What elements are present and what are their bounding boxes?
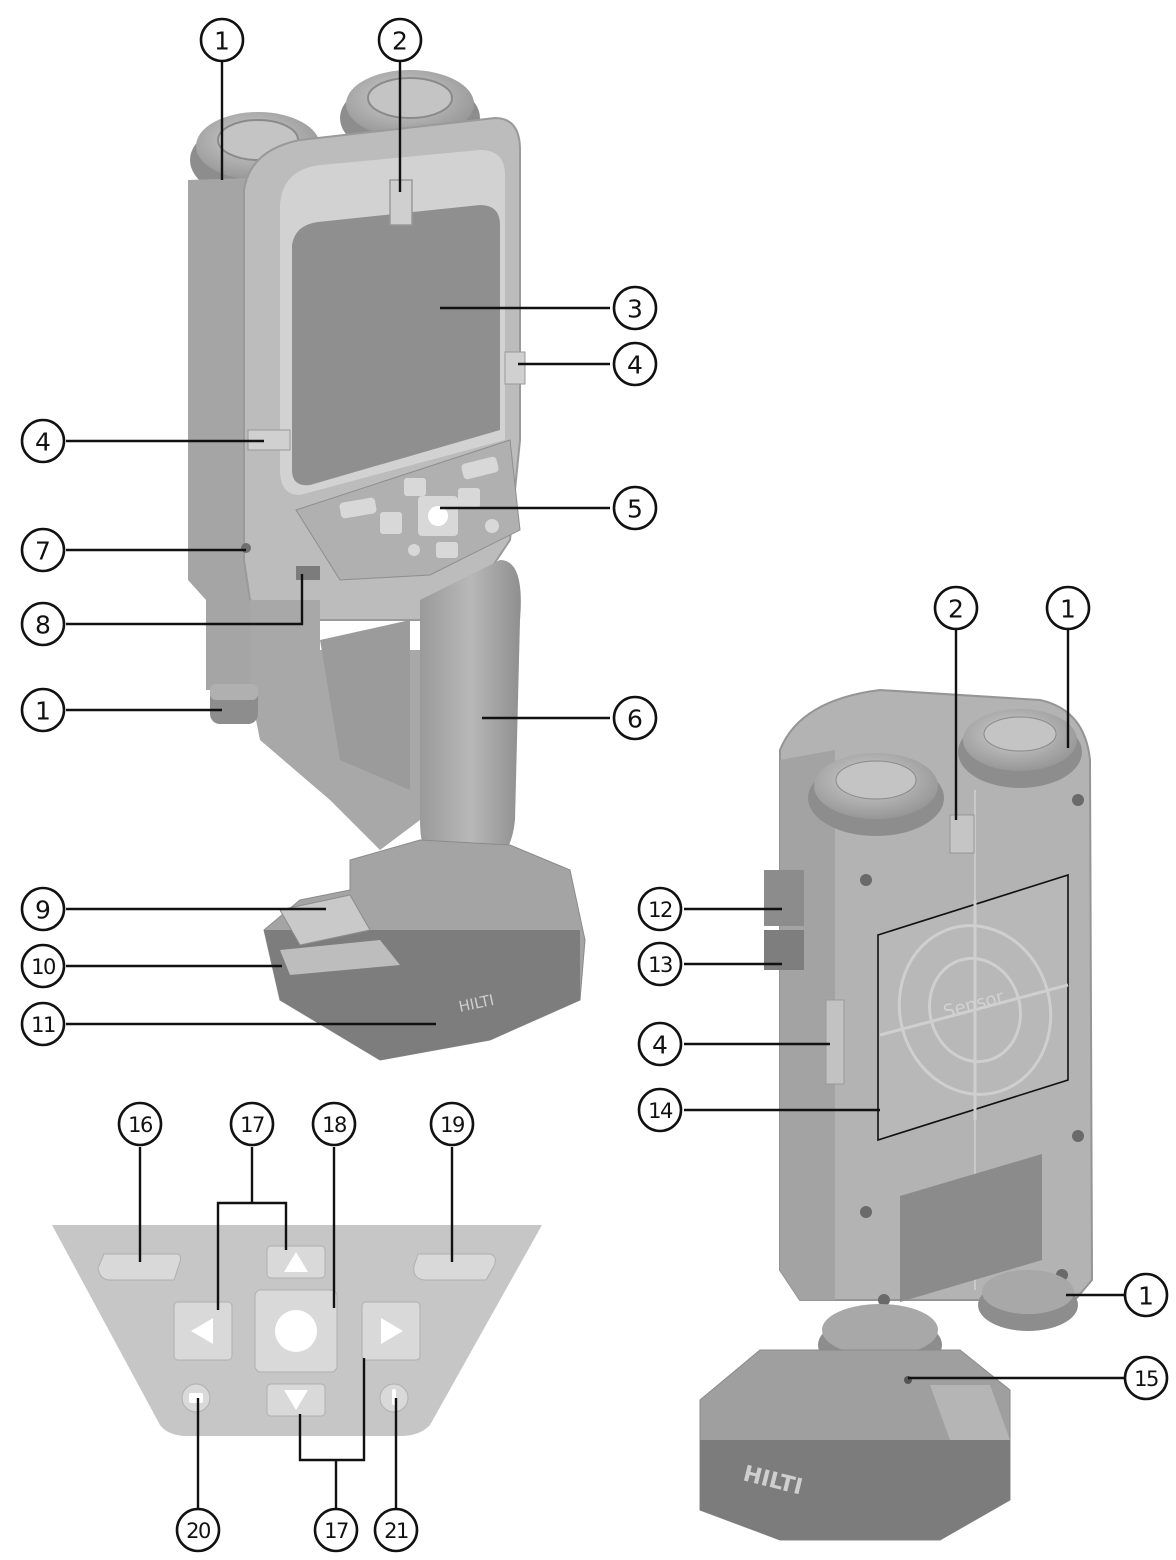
callout-key-19: 19	[429, 1101, 475, 1147]
svg-text:12: 12	[648, 898, 672, 922]
callout-front-4-right: 4	[612, 341, 658, 387]
callout-back-15: 15	[1123, 1355, 1169, 1401]
callout-key-20: 20	[175, 1507, 221, 1553]
callout-front-1-bottom: 1	[20, 687, 66, 733]
callout-key-17-top: 17	[229, 1101, 275, 1147]
svg-text:4: 4	[35, 428, 51, 457]
callout-key-21: 21	[373, 1507, 419, 1553]
battery-release	[279, 894, 371, 946]
down-arrow-icon	[284, 1390, 308, 1410]
svg-text:2: 2	[948, 595, 964, 624]
svg-text:1: 1	[214, 27, 230, 56]
svg-text:1: 1	[1138, 1282, 1154, 1311]
callout-back-2: 2	[933, 585, 979, 631]
keypad-detail	[52, 1225, 542, 1436]
svg-text:5: 5	[627, 495, 643, 524]
svg-text:9: 9	[35, 896, 51, 925]
callout-front-3: 3	[612, 285, 658, 331]
back-wheel-left	[808, 753, 944, 836]
left-arrow-icon	[191, 1318, 213, 1344]
callout-back-12: 12	[637, 886, 683, 932]
callout-key-17-bottom: 17	[313, 1507, 359, 1553]
sensor-target-icon	[879, 900, 1069, 1120]
svg-text:3: 3	[627, 295, 643, 324]
callout-key-16: 16	[117, 1101, 163, 1147]
svg-text:15: 15	[1134, 1367, 1158, 1391]
svg-text:10: 10	[31, 955, 55, 979]
callout-back-1-top: 1	[1045, 585, 1091, 631]
back-wheel-right	[958, 709, 1082, 788]
callout-front-11: 11	[20, 1001, 66, 1047]
callout-front-9: 9	[20, 886, 66, 932]
callout-front-8: 8	[20, 601, 66, 647]
callout-front-7: 7	[20, 527, 66, 573]
right-arrow-icon	[381, 1318, 403, 1344]
back-view: Sensor HILTI	[699, 688, 1094, 1541]
callout-front-4-left: 4	[20, 418, 66, 464]
back-label-panel	[900, 1154, 1042, 1302]
screws	[860, 794, 1084, 1306]
front-keypad	[295, 439, 521, 581]
svg-text:13: 13	[648, 953, 672, 977]
status-led	[241, 543, 251, 553]
callout-front-10: 10	[20, 943, 66, 989]
svg-text:7: 7	[35, 537, 51, 566]
svg-text:17: 17	[324, 1519, 348, 1543]
svg-text:18: 18	[322, 1113, 346, 1137]
svg-text:2: 2	[392, 27, 408, 56]
svg-text:4: 4	[652, 1031, 668, 1060]
svg-text:19: 19	[440, 1113, 464, 1137]
back-top-marker	[949, 814, 975, 854]
svg-text:20: 20	[186, 1519, 210, 1543]
svg-text:16: 16	[128, 1113, 153, 1137]
camera-icon	[189, 1393, 203, 1403]
display-screen	[292, 205, 500, 486]
svg-text:4: 4	[627, 351, 643, 380]
callout-back-13: 13	[637, 941, 683, 987]
up-arrow-icon	[284, 1252, 308, 1272]
svg-text:21: 21	[384, 1519, 408, 1543]
svg-text:8: 8	[35, 611, 51, 640]
body-side	[188, 178, 250, 690]
callout-back-1-bottom: 1	[1123, 1272, 1169, 1318]
callout-back-4: 4	[637, 1021, 683, 1067]
back-side-port	[764, 870, 804, 926]
svg-text:14: 14	[648, 1099, 673, 1123]
battery-latch	[280, 940, 400, 975]
key-19[interactable]	[413, 1253, 496, 1281]
side-marker-right	[504, 351, 526, 385]
leader-lines	[66, 62, 1124, 1508]
svg-text:6: 6	[627, 705, 643, 734]
side-connector	[296, 566, 320, 580]
front-view: HILTI	[188, 70, 586, 1061]
svg-text:17: 17	[240, 1113, 264, 1137]
back-side-marker	[825, 999, 845, 1085]
key-16[interactable]	[97, 1253, 181, 1281]
svg-text:11: 11	[31, 1013, 55, 1037]
callout-front-1-top: 1	[199, 17, 245, 63]
back-bottom-wheel-right	[978, 1270, 1078, 1331]
handle-grip	[420, 560, 521, 870]
svg-text:1: 1	[1060, 595, 1076, 624]
center-button-icon	[275, 1310, 317, 1352]
callout-front-6: 6	[612, 695, 658, 741]
callouts: 1 2 3 4 4 5 7 8 1 6 9 10 11 16 17 18 19 …	[20, 17, 1169, 1553]
callout-key-18: 18	[311, 1101, 357, 1147]
callout-front-2: 2	[377, 17, 423, 63]
svg-text:1: 1	[35, 697, 51, 726]
callout-front-5: 5	[612, 485, 658, 531]
bottom-wheel	[210, 684, 258, 724]
callout-back-14: 14	[637, 1087, 683, 1133]
